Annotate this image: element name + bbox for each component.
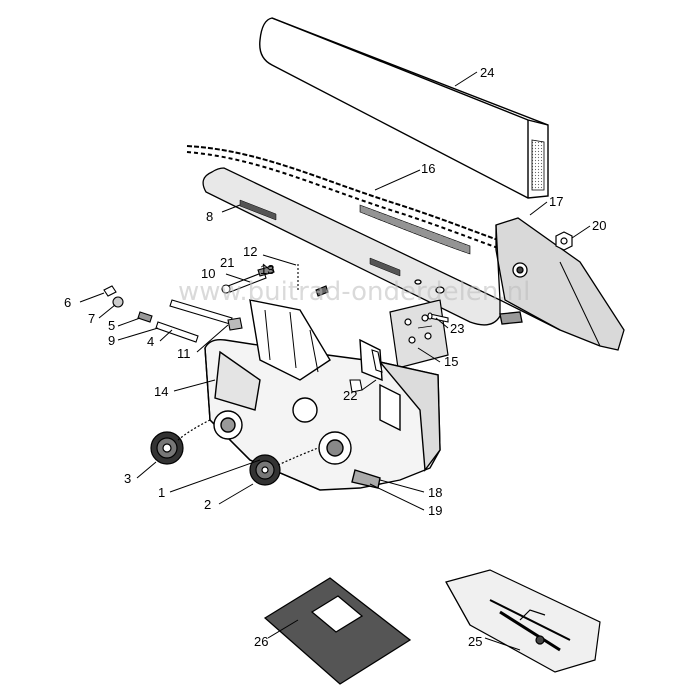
callout-4: 4 bbox=[147, 334, 154, 349]
plate-15-drawing bbox=[389, 299, 449, 369]
callout-2: 2 bbox=[204, 497, 211, 512]
callout-16: 16 bbox=[421, 161, 435, 176]
callout-10: 10 bbox=[201, 266, 215, 281]
nut-drawing bbox=[555, 231, 573, 251]
saw-chain-drawing bbox=[186, 145, 499, 255]
callout-20: 20 bbox=[592, 218, 606, 233]
callout-26: 26 bbox=[254, 634, 268, 649]
callout-19: 19 bbox=[428, 503, 442, 518]
callout-18: 18 bbox=[428, 485, 442, 500]
knob-3-drawing bbox=[150, 419, 211, 465]
callout-7: 7 bbox=[88, 311, 95, 326]
bag-25-drawing bbox=[445, 569, 601, 673]
callout-23: 23 bbox=[450, 321, 464, 336]
callout-9: 9 bbox=[108, 333, 115, 348]
blade-cover-drawing bbox=[259, 17, 549, 199]
callout-3: 3 bbox=[124, 471, 131, 486]
chain-bar-drawing bbox=[202, 167, 501, 326]
screw-23-drawing bbox=[427, 312, 449, 323]
callout-labels: 24 16 8 17 20 12 13 10 21 6 7 5 9 4 11 2… bbox=[64, 65, 606, 649]
callout-11: 11 bbox=[177, 346, 191, 361]
callout-1: 1 bbox=[158, 485, 165, 500]
callout-lines bbox=[79, 71, 591, 651]
callout-5: 5 bbox=[108, 318, 115, 333]
housing-drawing bbox=[204, 299, 441, 491]
side-cover-drawing bbox=[495, 217, 625, 351]
callout-17: 17 bbox=[549, 194, 563, 209]
callout-25: 25 bbox=[468, 634, 482, 649]
callout-13: 13 bbox=[260, 262, 274, 277]
callout-15: 15 bbox=[444, 354, 458, 369]
callout-14: 14 bbox=[154, 384, 168, 399]
callout-21: 21 bbox=[220, 255, 234, 270]
watermark-text: www.buitrad-onderdelen.nl bbox=[178, 277, 530, 307]
callout-8: 8 bbox=[206, 209, 213, 224]
knob-2-drawing bbox=[249, 447, 319, 486]
callout-24: 24 bbox=[480, 65, 494, 80]
callout-22: 22 bbox=[343, 388, 357, 403]
callout-12: 12 bbox=[243, 244, 257, 259]
manual-26-drawing bbox=[263, 577, 412, 685]
callout-6: 6 bbox=[64, 295, 71, 310]
